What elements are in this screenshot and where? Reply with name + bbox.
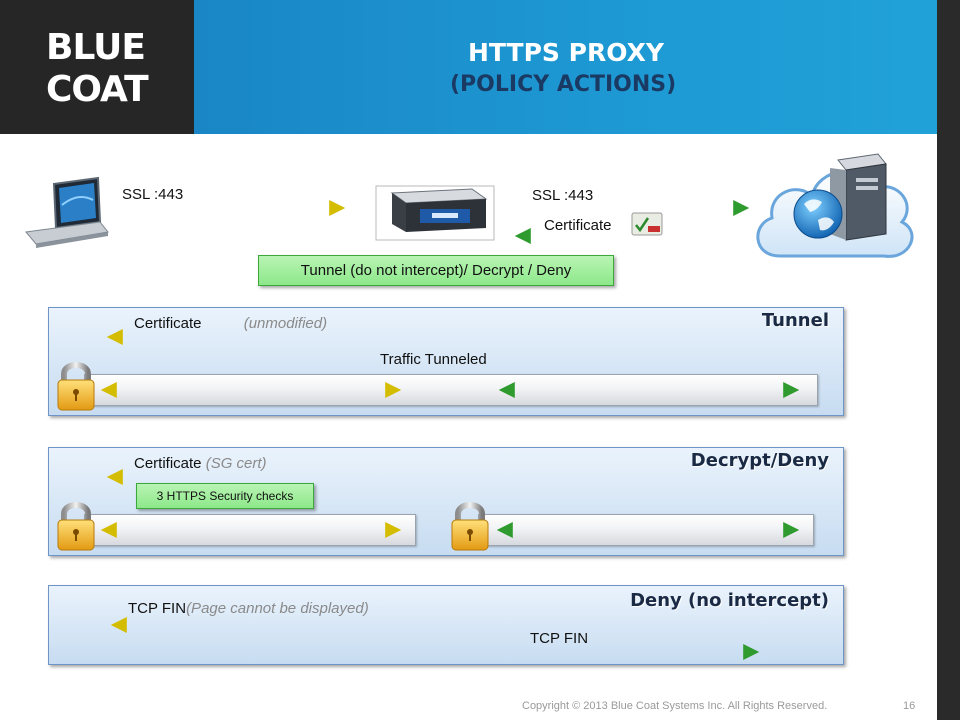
logo-text-line1: BLUE bbox=[46, 27, 146, 68]
right-edge-strip bbox=[937, 0, 960, 720]
decrypt-cert-text: Certificate bbox=[134, 455, 202, 472]
server-cert-label: Certificate bbox=[544, 217, 612, 234]
cloud-server-icon bbox=[756, 153, 914, 258]
logo-block: BLUE COAT bbox=[0, 0, 194, 134]
deny-fin-server-label: TCP FIN bbox=[530, 630, 589, 647]
proxy-appliance-icon bbox=[375, 185, 495, 241]
padlock-icon bbox=[57, 362, 95, 411]
deny-panel-title: Deny (no intercept) bbox=[630, 590, 829, 611]
logo-text-line2: COAT bbox=[46, 69, 149, 110]
tunnel-cert-label: Certificate (unmodified) bbox=[134, 315, 327, 332]
laptop-icon bbox=[25, 176, 109, 248]
title-banner bbox=[194, 0, 937, 134]
deny-fin-note: (Page cannot be displayed) bbox=[186, 600, 369, 617]
deny-fin-client-text: TCP FIN bbox=[128, 600, 187, 617]
copyright-footer: Copyright © 2013 Blue Coat Systems Inc. … bbox=[522, 700, 828, 712]
tunnel-cert-text: Certificate bbox=[134, 315, 202, 332]
decision-box: Tunnel (do not intercept)/ Decrypt / Den… bbox=[258, 255, 614, 286]
tunnel-cert-note: (unmodified) bbox=[243, 315, 328, 332]
client-ssl-label: SSL :443 bbox=[122, 186, 184, 203]
deny-fin-client-label: TCP FIN(Page cannot be displayed) bbox=[128, 600, 369, 617]
decrypt-cert-note: (SG cert) bbox=[205, 455, 267, 472]
decrypt-panel-title: Decrypt/Deny bbox=[690, 450, 829, 471]
slide-title: HTTPS PROXY bbox=[468, 38, 664, 67]
padlock-icon bbox=[57, 502, 95, 551]
page-number: 16 bbox=[903, 700, 916, 712]
tunnel-panel-title: Tunnel bbox=[761, 310, 829, 331]
server-ssl-label: SSL :443 bbox=[532, 187, 594, 204]
slide-subtitle: (POLICY ACTIONS) bbox=[450, 72, 677, 97]
certificate-icon bbox=[631, 212, 663, 236]
security-checks-box: 3 HTTPS Security checks bbox=[136, 483, 314, 509]
padlock-icon bbox=[451, 502, 489, 551]
decrypt-cert-label: Certificate (SG cert) bbox=[134, 455, 267, 472]
traffic-tunneled-label: Traffic Tunneled bbox=[380, 351, 487, 368]
